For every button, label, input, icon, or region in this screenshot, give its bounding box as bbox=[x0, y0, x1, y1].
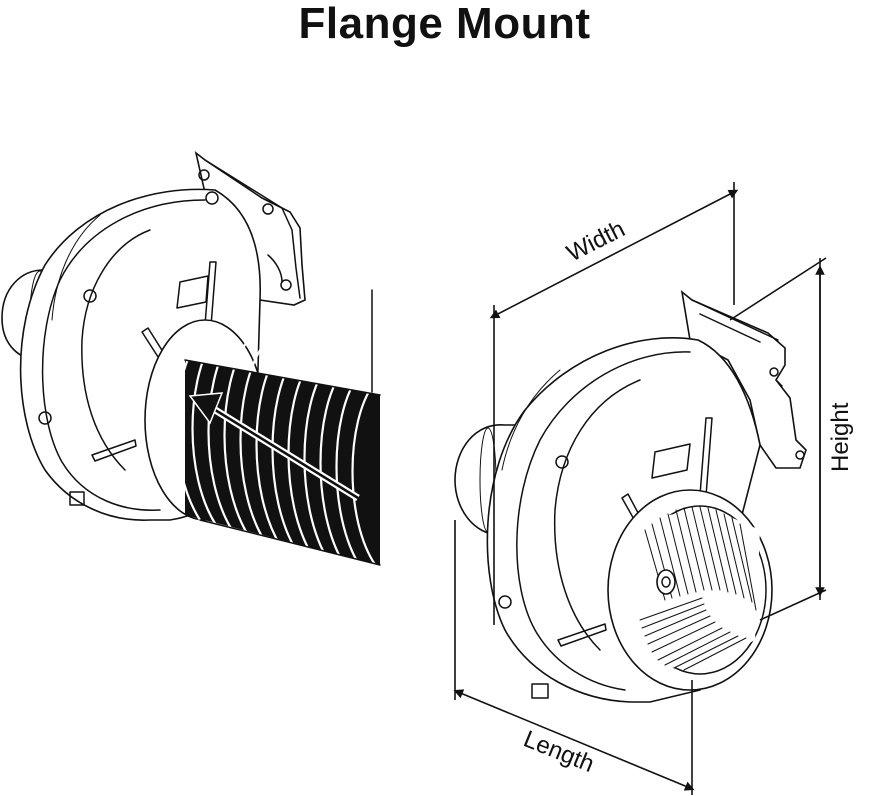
right-outlet bbox=[607, 489, 773, 691]
width-label: Width bbox=[562, 215, 629, 267]
impeller-icon bbox=[627, 506, 760, 671]
airflow-arrow-icon bbox=[188, 392, 360, 501]
height-dimension: Height bbox=[729, 257, 854, 621]
duct-hose bbox=[175, 289, 381, 567]
page-title: Flange Mount bbox=[298, 0, 591, 48]
right-blower bbox=[454, 290, 807, 703]
left-blower-with-hose bbox=[1, 150, 381, 567]
height-label: Height bbox=[827, 402, 854, 472]
